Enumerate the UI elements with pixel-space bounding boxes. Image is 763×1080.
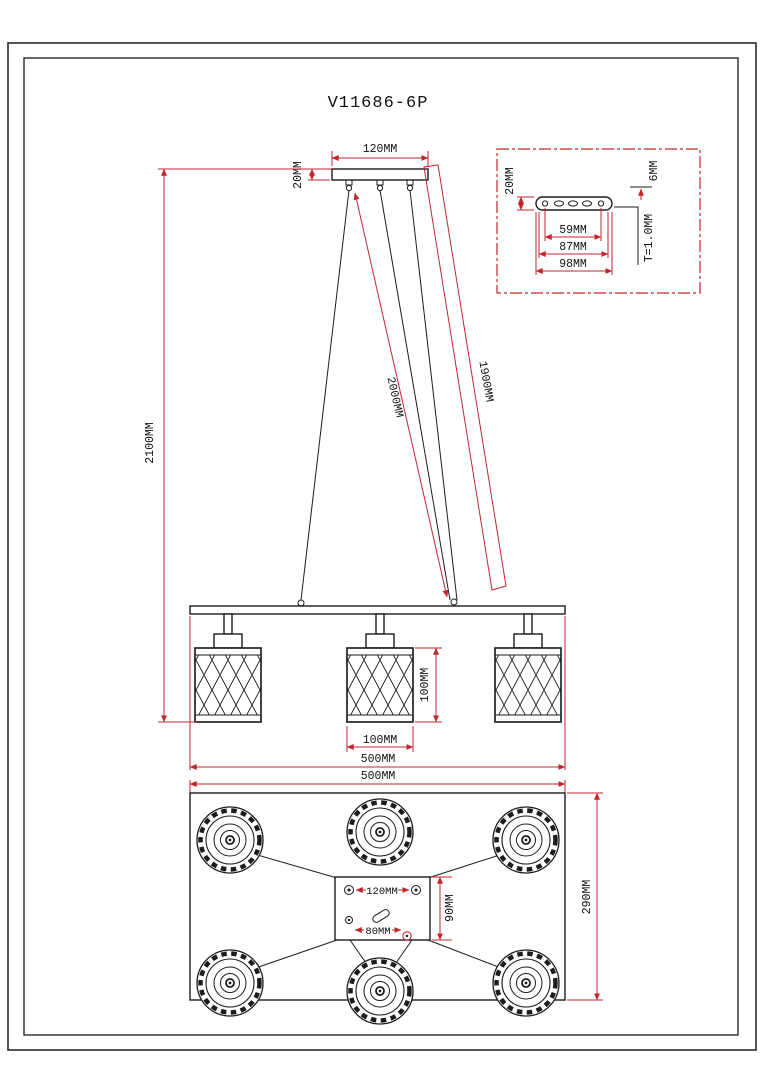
dim-label-canopy-height: 20MM (292, 161, 305, 189)
plan-lamp-bottom-left (197, 950, 263, 1016)
dim-hole-pitch: 59MM (544, 208, 602, 241)
wire-loop-left (297, 599, 305, 607)
dim-plan-depth: 290MM (567, 792, 603, 1001)
plate-slot (582, 200, 592, 207)
shade-middle (346, 613, 414, 723)
dim-canopy-height: 20MM (292, 161, 330, 189)
dim-label-plate-depth: 90MM (444, 894, 457, 922)
dim-body-width: 87MM (538, 212, 609, 258)
suspension-wires (297, 189, 458, 607)
fixture-bar (189, 605, 566, 615)
plate-screw-hole (344, 885, 354, 895)
dim-canopy-width: 120MM (331, 143, 429, 166)
dim-label-slot-pitch: 80MM (365, 926, 390, 938)
canopy-body (331, 168, 429, 181)
dim-label-body-width: 87MM (559, 241, 587, 254)
dim-label-wire-b: 1900MM (475, 360, 495, 403)
elevation-view: 120MM 20MM 2100MM 2000MM 1900MM (144, 143, 566, 770)
dim-label-shade-height: 100MM (419, 668, 432, 703)
inner-border (23, 57, 739, 1036)
dim-label-hole-height: 6MM (648, 161, 661, 182)
wire-loop-right (450, 598, 458, 606)
dim-overall-width: 98MM (535, 212, 613, 275)
wire-left (300, 189, 350, 601)
dim-plate-depth: 90MM (432, 876, 457, 941)
page-title: V11686-6P (328, 94, 429, 113)
dim-label-thickness: T=1.0MM (643, 214, 656, 262)
plan-lamp-bottom-right (493, 950, 559, 1016)
sheet-frame (7, 42, 757, 1051)
dim-plate-width: 120MM (355, 886, 410, 898)
dim-label-plan-depth: 290MM (581, 880, 594, 915)
canopy-plate-profile (535, 196, 613, 211)
dim-label-hole-pitch: 59MM (559, 224, 587, 237)
dim-overall-drop: 2100MM (144, 168, 332, 723)
dim-label-shade-diameter: 100MM (363, 734, 398, 747)
dim-label-wire-a: 2000MM (383, 376, 405, 419)
canopy-detail-view: 20MM 6MM T=1.0MM 59MM 87MM (496, 148, 701, 294)
plan-view: 500MM (189, 770, 603, 1024)
canopy-hook (345, 179, 353, 192)
plan-lamp-top-middle (347, 799, 413, 865)
dim-label-plan-width: 500MM (361, 770, 396, 783)
dim-slot-pitch: 80MM (354, 926, 402, 938)
dim-label-plate-height: 20MM (504, 167, 517, 195)
dim-hole-height: 6MM (630, 161, 661, 200)
shade-right (494, 613, 562, 723)
detail-boundary (496, 148, 701, 294)
dim-label-overall-drop: 2100MM (144, 422, 157, 464)
plate-slot (568, 200, 578, 207)
outer-border (7, 42, 757, 1051)
canopy-hook (406, 179, 414, 192)
plate-slot (554, 200, 564, 207)
dim-shade-diameter: 100MM (346, 726, 414, 752)
dim-label-overall-width: 98MM (559, 258, 587, 271)
plan-lamp-bottom-middle (347, 958, 413, 1024)
dim-wire-b: 1900MM (423, 164, 507, 591)
dim-label-elevation-width: 500MM (361, 753, 396, 766)
dim-plan-width: 500MM (189, 770, 566, 793)
plan-lamp-top-left (197, 807, 263, 873)
plate-hole (541, 200, 549, 207)
plate-marked-hole (402, 931, 412, 941)
canopy-elevation (331, 168, 429, 192)
plate-screw-hole (411, 885, 421, 895)
dim-label-plate-width: 120MM (366, 886, 398, 898)
canopy-hook (376, 179, 384, 192)
dim-plate-height: 20MM (504, 167, 534, 211)
plate-slot (372, 909, 390, 923)
plate-screw-hole (345, 916, 353, 924)
dim-elevation-width: 500MM (189, 616, 566, 770)
mounting-plate (334, 876, 431, 941)
shade-left (194, 613, 262, 723)
dim-shade-height: 100MM (415, 647, 442, 723)
note-thickness: T=1.0MM (614, 206, 656, 265)
plan-lamp-top-right (493, 807, 559, 873)
dim-label-canopy-width: 120MM (363, 143, 398, 156)
plate-hole (597, 200, 605, 207)
